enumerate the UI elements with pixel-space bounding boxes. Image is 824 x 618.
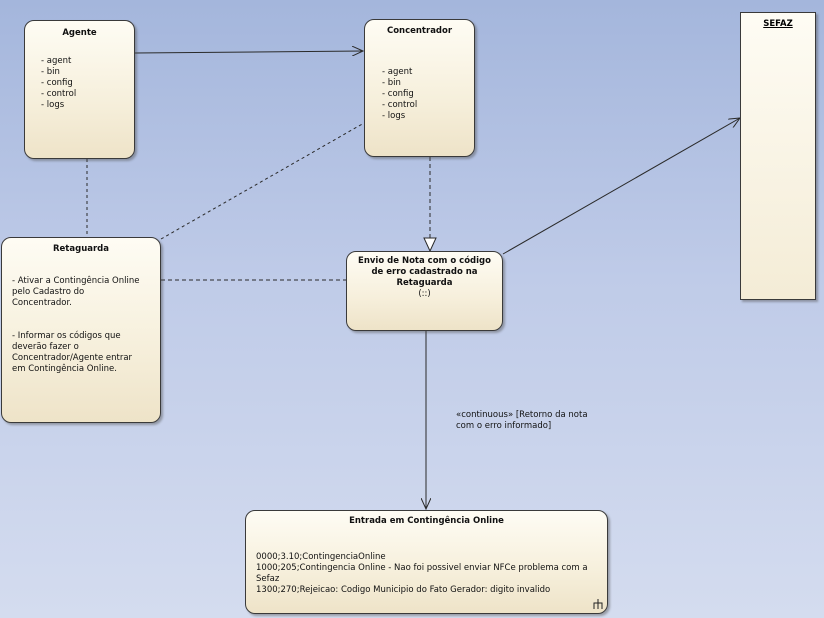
edge-envio-sefaz <box>502 118 740 255</box>
concentrador-item: agent <box>382 67 474 78</box>
agente-item: logs <box>41 100 134 111</box>
envio-stereotype: (::) <box>418 289 431 299</box>
edge-label-continuous: «continuous» [Retorno da nota com o erro… <box>456 410 588 431</box>
agente-item: config <box>41 78 134 89</box>
sefaz-node[interactable]: SEFAZ <box>740 12 816 300</box>
generalization-arrowhead <box>423 237 437 253</box>
concentrador-item: config <box>382 89 474 100</box>
retaguarda-title: Retaguarda <box>53 244 109 254</box>
entrada-title: Entrada em Contingência Online <box>349 516 504 526</box>
activity-fork-icon <box>593 599 603 609</box>
agente-item: control <box>41 89 134 100</box>
concentrador-items: agent bin config control logs <box>382 67 474 122</box>
retaguarda-note-1: - Ativar a Contingência Online pelo Cada… <box>12 276 140 308</box>
edge-agente-concentrador <box>134 51 363 53</box>
sefaz-title: SEFAZ <box>763 19 793 29</box>
retaguarda-node[interactable]: Retaguarda - Ativar a Contingência Onlin… <box>1 237 161 423</box>
concentrador-node[interactable]: Concentrador agent bin config control lo… <box>364 19 475 157</box>
agente-title: Agente <box>62 28 97 38</box>
concentrador-item: control <box>382 100 474 111</box>
edge-retaguarda-concentrador <box>160 122 365 240</box>
concentrador-title: Concentrador <box>386 26 453 36</box>
retaguarda-note-2: - Informar os códigos que deverão fazer … <box>12 331 133 374</box>
agente-item: agent <box>41 56 134 67</box>
concentrador-item: logs <box>382 111 474 122</box>
agente-item: bin <box>41 67 134 78</box>
concentrador-item: bin <box>382 78 474 89</box>
envio-title: Envio de Nota com o código de erro cadas… <box>358 256 491 288</box>
envio-node[interactable]: Envio de Nota com o código de erro cadas… <box>346 251 503 331</box>
agente-node[interactable]: Agente agent bin config control logs <box>24 20 135 159</box>
entrada-codes: 0000;3.10;ContingenciaOnline 1000;205;Co… <box>256 552 588 595</box>
agente-items: agent bin config control logs <box>41 56 134 111</box>
entrada-node[interactable]: Entrada em Contingência Online 0000;3.10… <box>245 510 608 614</box>
